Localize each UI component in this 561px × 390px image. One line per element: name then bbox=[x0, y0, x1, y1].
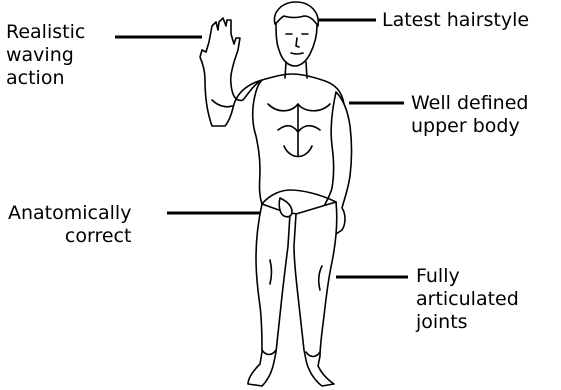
callout-upper-body-line-2: upper body bbox=[411, 115, 528, 138]
callout-joints-line-1: Fully bbox=[416, 265, 519, 288]
callout-waving-line-2: waving bbox=[6, 44, 85, 67]
callout-waving-line-1: Realistic bbox=[6, 21, 85, 44]
human-figure bbox=[200, 2, 352, 386]
callout-joints-line-2: articulated bbox=[416, 288, 519, 311]
callout-joints-line-3: joints bbox=[416, 311, 519, 334]
callout-upper-body: Well defined upper body bbox=[411, 92, 528, 138]
callout-waving: Realistic waving action bbox=[6, 21, 85, 90]
callout-hairstyle: Latest hairstyle bbox=[382, 9, 529, 32]
left-leg bbox=[248, 204, 290, 386]
callout-anatomy: Anatomically correct bbox=[8, 202, 131, 248]
callout-waving-line-3: action bbox=[6, 67, 85, 90]
callout-upper-body-line-1: Well defined bbox=[411, 92, 528, 115]
callout-anatomy-line-2: correct bbox=[8, 225, 131, 248]
callout-hairstyle-line-1: Latest hairstyle bbox=[382, 9, 529, 32]
callout-anatomy-line-1: Anatomically bbox=[8, 202, 131, 225]
right-leg bbox=[294, 202, 337, 386]
callout-joints: Fully articulated joints bbox=[416, 265, 519, 334]
